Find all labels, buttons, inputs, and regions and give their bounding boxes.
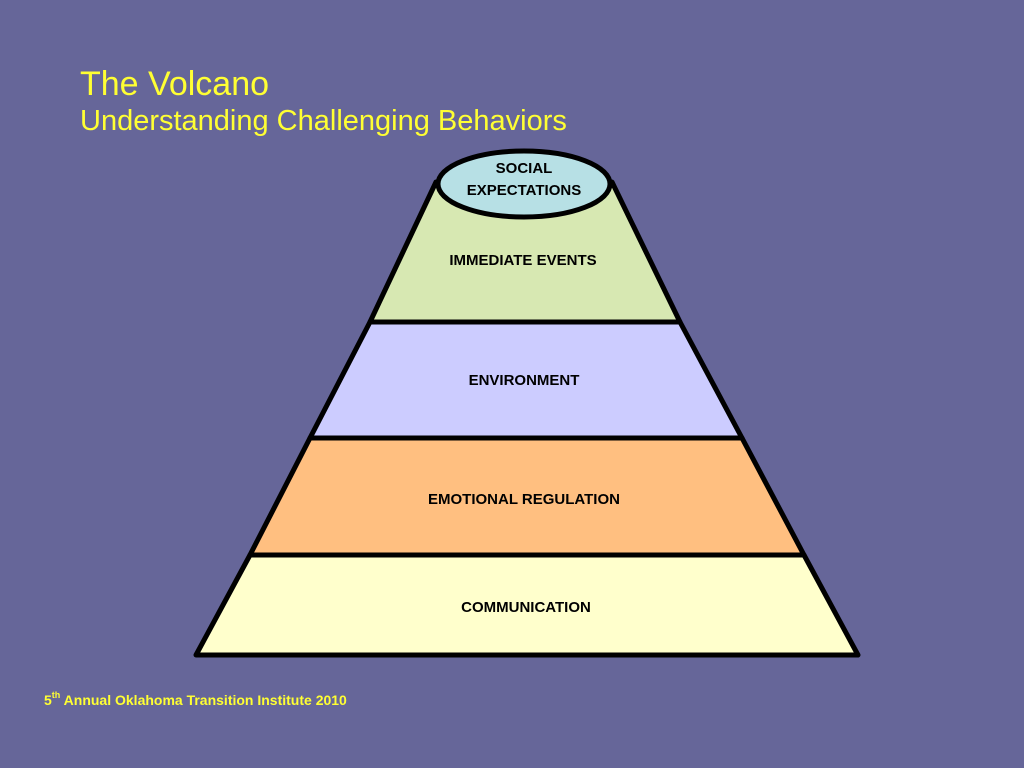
- title-block: The Volcano Understanding Challenging Be…: [80, 64, 567, 138]
- label-environment: ENVIRONMENT: [469, 372, 580, 389]
- footer-text: Annual Oklahoma Transition Institute 201…: [60, 692, 347, 708]
- footer-ordinal-suffix: th: [51, 690, 61, 701]
- slide-subtitle: Understanding Challenging Behaviors: [80, 105, 567, 137]
- slide-title: The Volcano: [80, 65, 270, 103]
- volcano-top-ellipse: [435, 148, 613, 220]
- label-immediate-events: IMMEDIATE EVENTS: [449, 252, 596, 269]
- label-communication: COMMUNICATION: [461, 599, 591, 616]
- footer: 5th Annual Oklahoma Transition Institute…: [44, 690, 347, 708]
- footer-number: 5: [44, 692, 52, 708]
- layer-communication: [193, 552, 861, 658]
- top-label-line1: SOCIAL: [496, 160, 553, 177]
- label-emotional-regulation: EMOTIONAL REGULATION: [428, 491, 620, 508]
- top-label-line2: EXPECTATIONS: [467, 182, 581, 199]
